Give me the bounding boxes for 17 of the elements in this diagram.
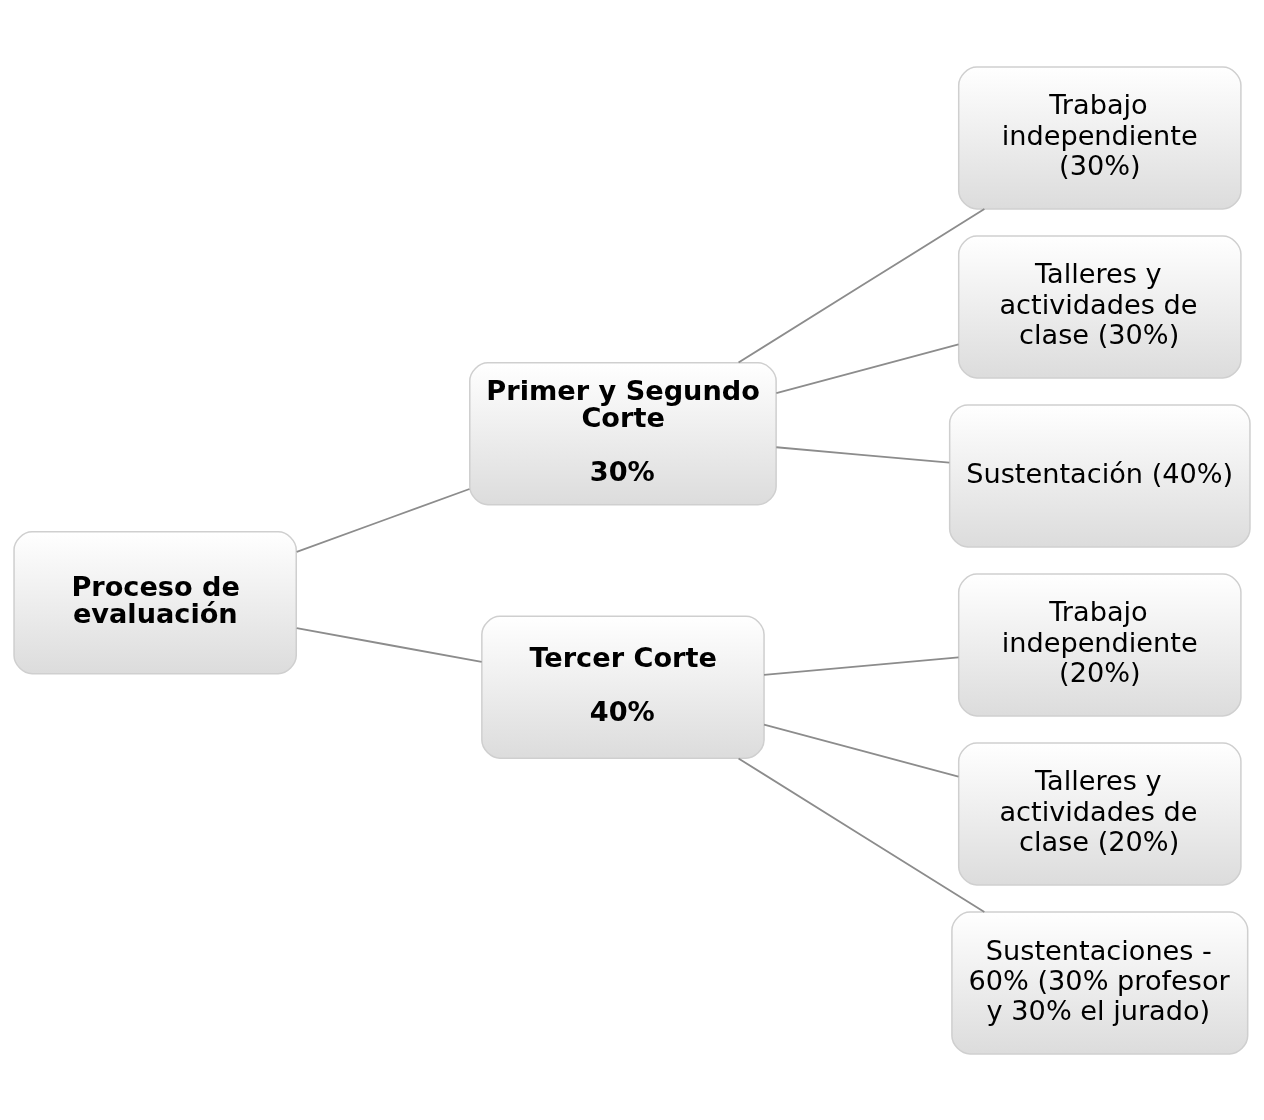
node-box: Trabajo independiente (20%) xyxy=(957,572,1242,717)
node-box: Tercer Corte 40% xyxy=(481,615,765,759)
node-box: Talleres y actividades de clase (20%) xyxy=(957,741,1242,886)
node-box: Sustentaciones - 60% (30% profesor y 30% el jurado) xyxy=(951,910,1249,1055)
connector xyxy=(763,723,960,777)
connector xyxy=(775,342,960,394)
connector xyxy=(737,207,986,363)
node-box: Talleres y actividades de clase (30%) xyxy=(957,234,1242,379)
node-box: Proceso de evaluación xyxy=(13,530,297,674)
connector xyxy=(763,656,960,676)
connector xyxy=(295,487,471,553)
node-box: Trabajo independiente (30%) xyxy=(957,65,1242,210)
connector xyxy=(737,757,986,913)
connector xyxy=(295,626,483,663)
node-box: Sustentación (40%) xyxy=(948,403,1251,548)
node-box: Primer y Segundo Corte 30% xyxy=(469,361,777,505)
connector xyxy=(775,445,951,464)
